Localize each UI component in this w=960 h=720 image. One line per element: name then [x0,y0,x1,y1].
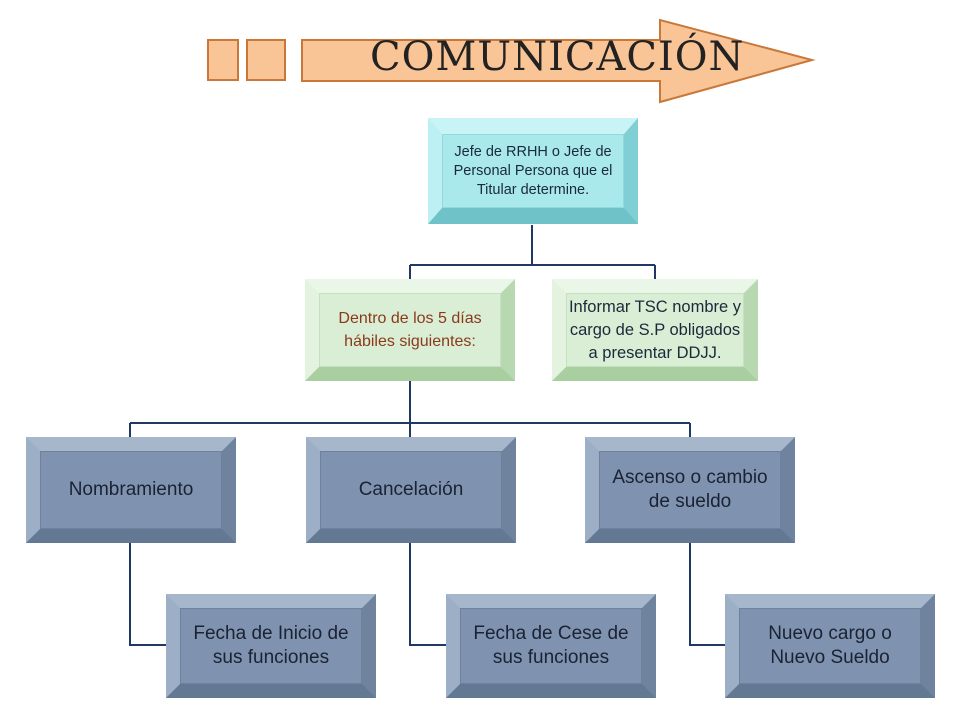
banner-arrow-shape [301,18,816,104]
node-ascenso-detail-label: Nuevo cargo o Nuevo Sueldo [768,623,892,668]
banner-square-1 [207,39,239,81]
banner-arrow-graphic [207,18,816,104]
node-nombramiento-detail: Fecha de Inicio de sus funciones [166,594,376,698]
node-ascenso-detail: Nuevo cargo o Nuevo Sueldo [725,594,935,698]
node-inform-tsc: Informar TSC nombre y cargo de S.P oblig… [552,279,758,381]
node-root: Jefe de RRHH o Jefe de Personal Persona … [428,118,638,224]
node-root-label: Jefe de RRHH o Jefe de Personal Persona … [453,143,613,198]
node-cancelacion-detail: Fecha de Cese de sus funciones [446,594,656,698]
node-inform-tsc-label: Informar TSC nombre y cargo de S.P oblig… [568,297,742,362]
node-ascenso-label: Ascenso o cambio de sueldo [612,467,768,512]
node-ascenso: Ascenso o cambio de sueldo [585,437,795,543]
node-condition-deadline: Dentro de los 5 días hábiles siguientes: [305,279,515,381]
node-cancelacion: Cancelación [306,437,516,543]
node-condition-deadline-label: Dentro de los 5 días hábiles siguientes: [338,310,482,350]
node-nombramiento: Nombramiento [26,437,236,543]
node-nombramiento-label: Nombramiento [68,479,194,500]
banner-square-2 [246,39,286,81]
node-nombramiento-detail-label: Fecha de Inicio de sus funciones [193,623,349,668]
node-cancelacion-detail-label: Fecha de Cese de sus funciones [473,623,629,668]
node-cancelacion-label: Cancelación [358,479,464,500]
